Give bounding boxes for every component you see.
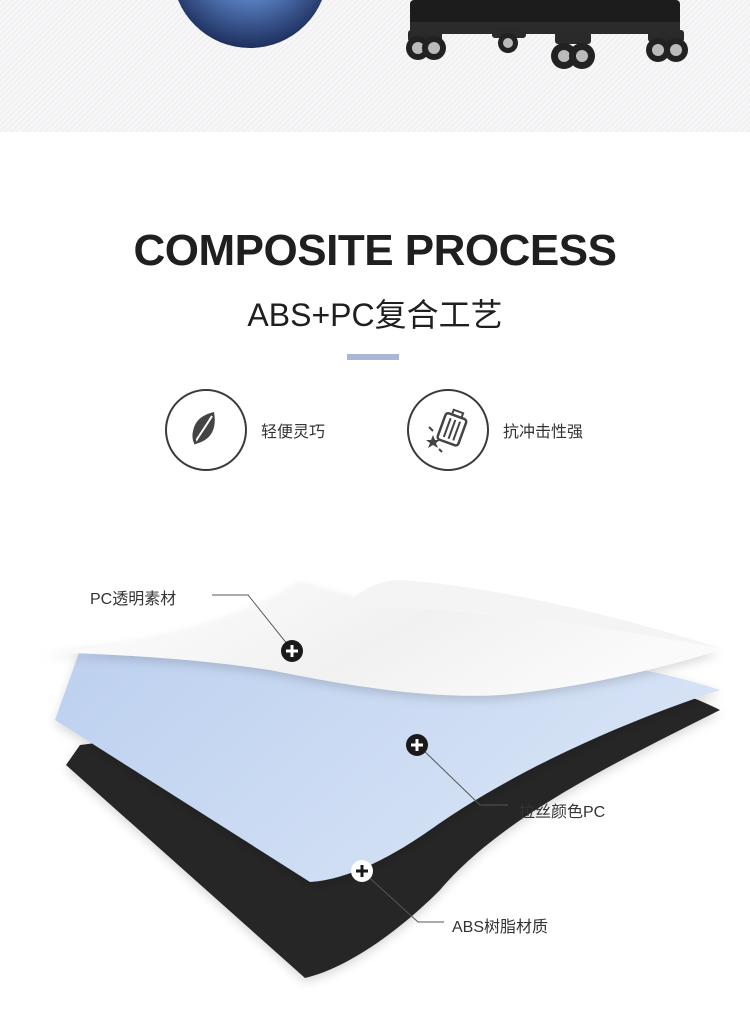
globe-image xyxy=(178,0,322,48)
feature-lightweight: 轻便灵巧 xyxy=(165,388,325,472)
luggage-impact-icon xyxy=(407,389,489,471)
plus-marker xyxy=(406,734,428,756)
callout-line xyxy=(417,744,508,806)
suitcase-wheel xyxy=(492,28,526,53)
pc-transparent-layer xyxy=(40,582,720,696)
callout-line xyxy=(212,594,293,651)
pc-transparent-layer-fold xyxy=(345,580,720,648)
suitcase-wheel xyxy=(551,32,595,69)
feature-label: 轻便灵巧 xyxy=(261,424,326,441)
section-title-cn: ABS+PC复合工艺 xyxy=(247,297,503,333)
section-title-en: COMPOSITE PROCESS xyxy=(133,226,617,275)
suitcase-wheel xyxy=(646,30,688,62)
feature-label: 抗冲击性强 xyxy=(503,424,584,441)
plus-marker xyxy=(281,640,303,662)
feature-impact-resistant: 抗冲击性强 xyxy=(407,388,583,472)
leaf-icon xyxy=(165,389,247,471)
banner-illustration xyxy=(178,0,688,69)
callout-line xyxy=(361,870,444,923)
layer-diagram xyxy=(40,580,720,978)
layer-label-abs: ABS树脂材质 xyxy=(452,919,549,936)
layer-label-pc-transparent: PC透明素材 xyxy=(90,591,177,608)
color-pc-layer xyxy=(55,650,720,882)
plus-marker xyxy=(351,860,373,882)
title-divider xyxy=(347,354,399,360)
layer-label-color-pc: 拉丝颜色PC xyxy=(519,804,606,821)
suitcase-wheel xyxy=(406,30,446,60)
top-banner-image xyxy=(0,0,750,132)
